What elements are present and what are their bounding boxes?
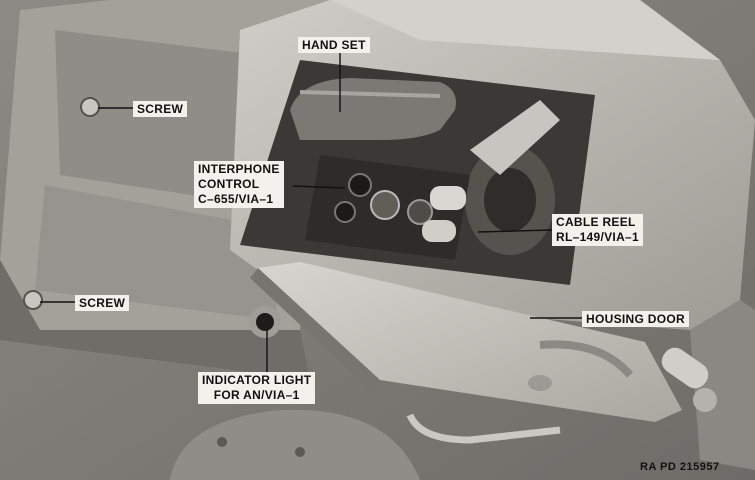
- cable-reel-line2: RL–149/VIA–1: [556, 230, 639, 244]
- interphone-line3: C–655/VIA–1: [198, 192, 274, 206]
- door-handle: [406, 413, 561, 444]
- label-indicator-light: INDICATOR LIGHT FOR AN/VIA–1: [198, 372, 316, 404]
- plate-number: RA PD 215957: [640, 461, 720, 473]
- label-screw-top: SCREW: [133, 101, 188, 117]
- indicator-light: [249, 306, 281, 338]
- latch: [661, 347, 717, 412]
- interphone-line2: CONTROL: [198, 177, 260, 191]
- indicator-line2: FOR AN/VIA–1: [213, 388, 300, 402]
- label-cable-reel: CABLE REEL RL–149/VIA–1: [552, 214, 643, 246]
- leader-lines: [40, 52, 582, 372]
- housing-door: [250, 262, 682, 422]
- housing-interior: [240, 60, 595, 285]
- label-interphone-control: INTERPHONE CONTROL C–655/VIA–1: [194, 161, 284, 208]
- cable-reel-line1: CABLE REEL: [556, 215, 636, 229]
- base-disc: [170, 409, 420, 480]
- screw-bottom: [23, 290, 43, 310]
- label-screw-bottom: SCREW: [75, 295, 130, 311]
- label-housing-door: HOUSING DOOR: [582, 311, 689, 327]
- indicator-line1: INDICATOR LIGHT: [202, 373, 312, 387]
- interphone-line1: INTERPHONE: [198, 162, 280, 176]
- screw-top: [80, 97, 100, 117]
- label-hand-set: HAND SET: [298, 37, 370, 53]
